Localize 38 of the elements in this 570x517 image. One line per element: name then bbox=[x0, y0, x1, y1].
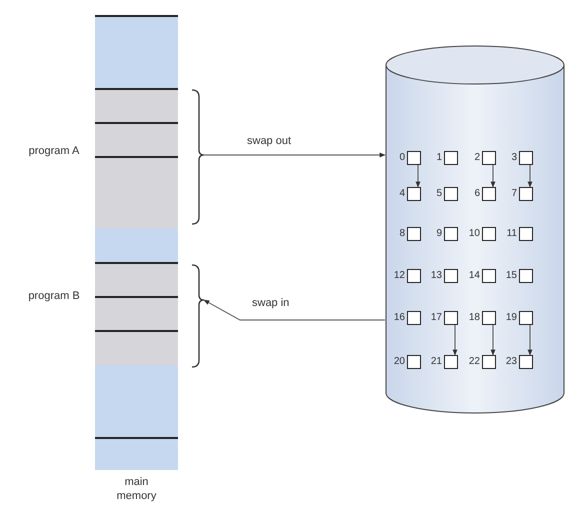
page-number: 3 bbox=[511, 153, 517, 163]
page-number: 14 bbox=[468, 271, 480, 281]
page-number: 0 bbox=[399, 153, 405, 163]
page-number: 8 bbox=[399, 229, 405, 239]
arrow bbox=[203, 300, 386, 320]
program-label: program A bbox=[28, 145, 80, 159]
arrow bbox=[490, 324, 496, 356]
page-number: 20 bbox=[394, 357, 405, 367]
memory-caption: main memory bbox=[116, 476, 158, 504]
page-number: 17 bbox=[430, 313, 442, 323]
arrow bbox=[202, 152, 386, 158]
page-number: 21 bbox=[430, 357, 442, 367]
memory-column bbox=[95, 15, 178, 470]
page-number: 18 bbox=[468, 313, 480, 323]
page-number: 16 bbox=[394, 313, 405, 323]
page-number: 2 bbox=[474, 153, 480, 163]
page-number: 19 bbox=[506, 313, 517, 323]
page-number: 12 bbox=[394, 271, 405, 281]
page-number: 23 bbox=[506, 357, 517, 367]
page-number: 1 bbox=[436, 153, 442, 163]
page-number: 13 bbox=[430, 271, 442, 281]
edge-label: swap out bbox=[245, 136, 294, 147]
page-number: 9 bbox=[436, 229, 442, 239]
program-label: program B bbox=[27, 290, 81, 304]
arrow bbox=[490, 164, 496, 188]
arrow bbox=[528, 164, 532, 188]
page-number: 10 bbox=[468, 229, 480, 239]
page-number: 5 bbox=[436, 189, 442, 199]
arrow bbox=[416, 164, 420, 188]
page-number: 7 bbox=[511, 189, 517, 199]
edge-label: swap in bbox=[250, 298, 292, 309]
page-number: 22 bbox=[468, 357, 480, 367]
arrow bbox=[452, 324, 458, 356]
page-number: 6 bbox=[474, 189, 480, 199]
page-number: 11 bbox=[506, 229, 517, 239]
page-number: 4 bbox=[399, 189, 405, 199]
page-number: 15 bbox=[506, 271, 517, 281]
arrow bbox=[528, 324, 532, 356]
